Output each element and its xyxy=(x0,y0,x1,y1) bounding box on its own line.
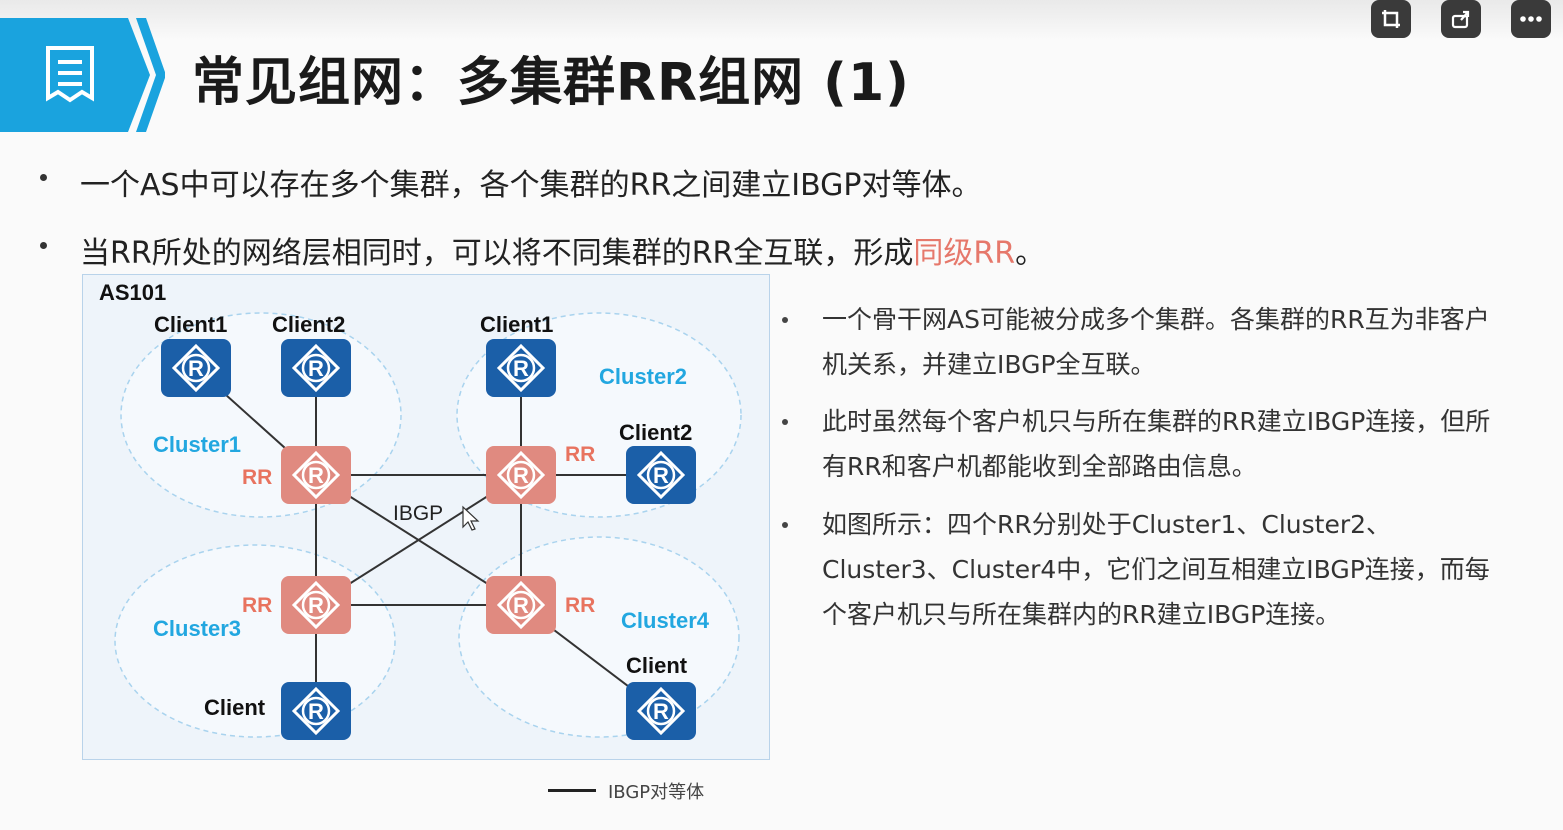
bullet-2-highlight: 同级RR xyxy=(913,236,1016,271)
router-glyph: R xyxy=(653,463,669,488)
rr4-router[interactable]: R xyxy=(486,576,556,634)
router-glyph: R xyxy=(308,699,324,724)
right-bullet-2-text: 此时虽然每个客户机只与所在集群的RR建立IBGP连接，但所有RR和客户机都能收到… xyxy=(822,407,1491,481)
rr3-router[interactable]: R xyxy=(281,576,351,634)
router-glyph: R xyxy=(513,356,529,381)
share-icon xyxy=(1451,10,1470,29)
page-title: 常见组网：多集群RR组网 (1) xyxy=(192,53,910,113)
cluster3-client-label: Client xyxy=(204,695,266,720)
cluster1-label: Cluster1 xyxy=(153,432,241,457)
bullet-2-main: 当RR所处的网络层相同时，可以将不同集群的RR全互联，形成 xyxy=(80,236,914,271)
ibgp-label: IBGP xyxy=(393,502,443,525)
router-glyph: R xyxy=(513,463,529,488)
crop-button[interactable] xyxy=(1371,0,1411,38)
legend-line xyxy=(548,789,596,792)
cluster2-client1-label: Client1 xyxy=(480,312,553,337)
header-banner xyxy=(0,18,165,132)
bullet-1-text: 一个AS中可以存在多个集群，各个集群的RR之间建立IBGP对等体。 xyxy=(80,168,982,203)
client1-label: Client1 xyxy=(154,312,227,337)
as-label: AS101 xyxy=(99,280,166,305)
crop-icon xyxy=(1382,10,1400,28)
client2-label: Client2 xyxy=(272,312,345,337)
rr4-label: RR xyxy=(565,594,595,617)
cluster3-label: Cluster3 xyxy=(153,616,241,641)
client2-router[interactable]: R xyxy=(281,339,351,397)
bullet-dot xyxy=(40,174,47,181)
share-button[interactable] xyxy=(1441,0,1481,38)
bullet-2-text: 当RR所处的网络层相同时，可以将不同集群的RR全互联，形成同级RR。 xyxy=(80,228,1045,272)
network-diagram: R R R R R xyxy=(82,274,770,760)
right-bullet-3-text: 如图所示：四个RR分别处于Cluster1、Cluster2、Cluster3、… xyxy=(822,510,1490,629)
cluster2-client2-label: Client2 xyxy=(619,420,692,445)
bullet-2-end: 。 xyxy=(1015,236,1046,271)
rr3-label: RR xyxy=(242,594,272,617)
cluster3-client-router[interactable]: R xyxy=(281,682,351,740)
bullet-dot xyxy=(40,242,47,249)
bullet-dot xyxy=(782,419,788,425)
router-glyph: R xyxy=(308,593,324,618)
cluster4-area xyxy=(458,536,740,738)
cluster2-client1-router[interactable]: R xyxy=(486,339,556,397)
cluster4-client-router[interactable]: R xyxy=(626,682,696,740)
router-glyph: R xyxy=(513,593,529,618)
rr2-label: RR xyxy=(565,443,595,466)
more-button[interactable] xyxy=(1511,0,1551,38)
rr2-router[interactable]: R xyxy=(486,446,556,504)
right-bullet-1-text: 一个骨干网AS可能被分成多个集群。各集群的RR互为非客户机关系，并建立IBGP全… xyxy=(822,305,1490,379)
legend-label: IBGP对等体 xyxy=(608,782,705,803)
bullet-dot xyxy=(782,317,788,323)
router-glyph: R xyxy=(188,356,204,381)
cluster4-client-label: Client xyxy=(626,653,688,678)
more-icon xyxy=(1520,16,1542,22)
cluster2-client2-router[interactable]: R xyxy=(626,446,696,504)
router-glyph: R xyxy=(653,699,669,724)
rr1-label: RR xyxy=(242,466,272,489)
document-list-icon xyxy=(46,46,94,103)
router-glyph: R xyxy=(308,463,324,488)
rr1-router[interactable]: R xyxy=(281,446,351,504)
bullet-dot xyxy=(782,522,788,528)
cluster4-label: Cluster4 xyxy=(621,608,710,633)
mouse-cursor-icon xyxy=(462,505,480,531)
router-glyph: R xyxy=(308,356,324,381)
client1-router[interactable]: R xyxy=(161,339,231,397)
cluster2-label: Cluster2 xyxy=(599,364,687,389)
